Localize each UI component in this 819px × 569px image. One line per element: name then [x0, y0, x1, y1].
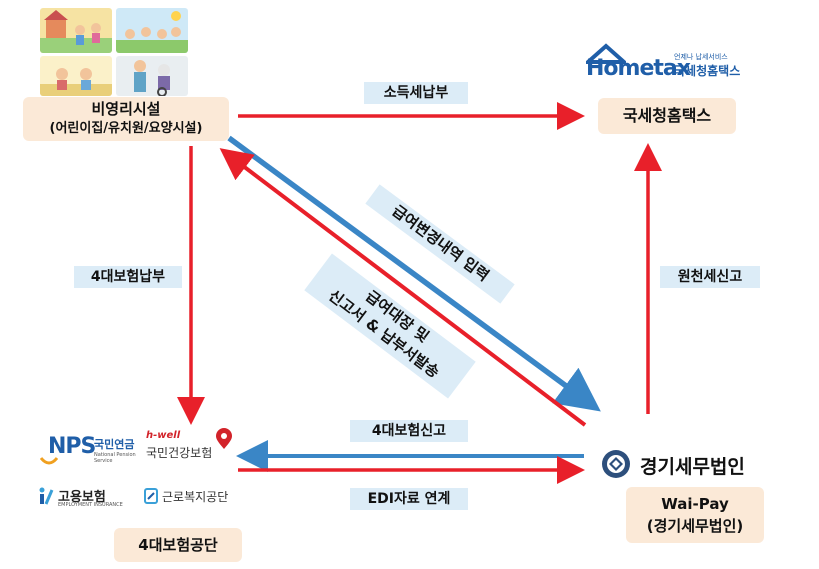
comwel-mark-icon [144, 488, 158, 504]
kids-reading-icon [40, 68, 112, 96]
childcare-illustration-2 [116, 8, 188, 53]
arrow-ledger-send [219, 148, 587, 427]
nhis-brand: h-well [146, 430, 181, 441]
nps-swoosh-icon [40, 457, 58, 465]
hometax-wordmark: Hometax [586, 56, 691, 81]
comwel-korean: 근로복지공단 [162, 490, 229, 504]
elderly-care-illustration [116, 56, 188, 96]
kids-outdoor-icon [116, 11, 188, 53]
nhis-logo: h-well 국민건강보험 [140, 428, 240, 464]
hometax-logo: Hometax 언제나 납세서비스 국세청홈택스 [586, 42, 746, 82]
label-edi: EDI자료 연계 [350, 488, 468, 510]
nts-node: 국세청홈택스 [598, 98, 736, 134]
nts-title: 국세청홈택스 [622, 106, 712, 125]
childcare-illustration-3 [40, 56, 112, 96]
insurance-title: 4대보험공단 [138, 536, 218, 554]
nhis-korean: 국민건강보험 [146, 446, 213, 460]
nonprofit-title: 비영리시설 [91, 100, 161, 118]
label-withholding: 원천세신고 [660, 266, 760, 288]
ei-english: EMPLOYMENT INSURANCE [58, 502, 123, 508]
nonprofit-subtitle: (어린이집/유치원/요양시설) [49, 121, 203, 136]
ei-logo: 고용보험 EMPLOYMENT INSURANCE [38, 484, 138, 514]
children-playing-icon [40, 10, 112, 53]
ei-korean: 고용보험 [58, 490, 106, 505]
firm-logo: 경기세무법인 [600, 448, 780, 482]
nps-korean: 국민연금 [94, 438, 135, 451]
arrow-salary-input [227, 135, 601, 412]
caregiver-elder-icon [134, 60, 170, 96]
label-insurance-report: 4대보험신고 [350, 420, 468, 442]
nonprofit-node: 비영리시설 (어린이집/유치원/요양시설) [23, 97, 229, 141]
hometax-korean: 국세청홈택스 [674, 64, 741, 78]
ei-mark-icon [39, 487, 54, 505]
wai-pay-line1: Wai-Pay [661, 495, 729, 513]
childcare-illustration-1 [40, 8, 112, 53]
label-income-tax: 소득세납부 [364, 82, 468, 104]
firm-name: 경기세무법인 [640, 456, 745, 478]
comwel-logo: 근로복지공단 [144, 486, 234, 510]
nps-english: National Pension Service [94, 452, 136, 464]
wai-pay-node: Wai-Pay (경기세무법인) [626, 487, 764, 543]
nps-logo: NPS 국민연금 National Pension Service [34, 430, 144, 466]
nps-wordmark: NPS [48, 434, 96, 459]
firm-emblem-icon [602, 450, 630, 478]
house-roof-icon [586, 43, 626, 64]
hometax-tagline: 언제나 납세서비스 [674, 53, 728, 61]
label-insurance-pay: 4대보험납부 [74, 266, 182, 288]
wai-pay-line2: (경기세무법인) [646, 517, 744, 535]
insurance-node: 4대보험공단 [114, 528, 242, 562]
nhis-pin-icon [216, 428, 232, 449]
